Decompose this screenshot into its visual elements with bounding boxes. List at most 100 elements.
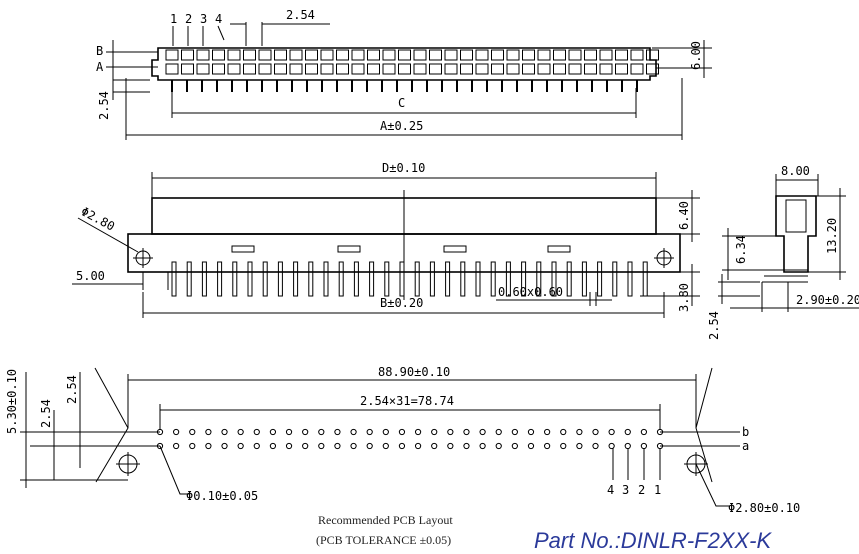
- top-pin-a: [599, 63, 613, 75]
- top-pin-a: [475, 63, 489, 75]
- pcb-hole-b: [205, 428, 212, 436]
- side-width-label: 8.00: [781, 164, 810, 178]
- pcb-hole-b: [334, 428, 341, 436]
- top-pin-a: [537, 63, 551, 75]
- front-lead: [505, 261, 511, 297]
- pcb-hole-a: [624, 442, 631, 450]
- pcb-hole-b: [302, 428, 309, 436]
- top-pin-a: [336, 63, 349, 75]
- top-pin-b: [274, 49, 287, 61]
- front-lead: [490, 261, 496, 297]
- pcb-hole-a: [318, 442, 325, 450]
- front-lead: [171, 261, 177, 297]
- top-pin-a: [258, 63, 272, 75]
- pcb-layout-note: Recommended PCB Layout: [318, 513, 453, 527]
- pcb-pin-number: 1: [654, 483, 661, 497]
- pcb-hole-a: [431, 442, 438, 450]
- pcb-hole-b: [576, 428, 583, 436]
- pcb-hole-b: [173, 428, 180, 436]
- top-pin-number: 1: [170, 12, 177, 26]
- pcb-pitch-total-label: 2.54×31=78.74: [360, 394, 454, 408]
- pin-height-label: 3.80: [677, 283, 691, 312]
- front-lead: [445, 261, 451, 297]
- top-pin-b: [630, 49, 644, 61]
- pcb-hole-b: [398, 428, 406, 436]
- pcb-hole-a: [189, 442, 196, 450]
- top-pin-b: [258, 49, 272, 61]
- top-pin-a: [630, 63, 644, 75]
- pcb-hole-b: [544, 428, 551, 436]
- front-lead: [232, 261, 238, 297]
- top-pin-a: [522, 63, 535, 75]
- pcb-hole-a: [350, 442, 357, 450]
- pcb-hole-a: [592, 442, 599, 450]
- pcb-large-hole-label: Φ2.80±0.10: [728, 501, 800, 515]
- pcb-hole-a: [560, 442, 567, 450]
- pcb-hole-b: [640, 428, 648, 436]
- front-lead: [277, 261, 283, 297]
- top-pin-a: [413, 63, 427, 75]
- top-pin-number: 3: [200, 12, 207, 26]
- top-pin-a: [181, 63, 194, 75]
- top-pin-b: [444, 49, 458, 61]
- front-lead: [597, 261, 603, 297]
- top-pin-b: [336, 49, 349, 61]
- pcb-hole-a: [495, 442, 502, 450]
- pcb-hole-b: [592, 428, 599, 436]
- pcb-hole-b: [221, 428, 228, 436]
- top-pin-b: [351, 49, 365, 61]
- pcb-hole-a: [382, 442, 389, 450]
- top-pin-b: [382, 49, 396, 61]
- pcb-hole-b: [511, 428, 518, 436]
- front-lead: [460, 261, 466, 297]
- top-pin-b: [181, 49, 194, 61]
- front-view: D±0.10 Φ2.80 5.00 B±0.20 0.60x0.60 6.40 …: [72, 161, 700, 318]
- pcb-pin-number: 2: [638, 483, 645, 497]
- pcb-hole-a: [173, 442, 180, 450]
- top-pin-a: [289, 63, 303, 75]
- top-pin-b: [289, 49, 303, 61]
- side-view: 8.00 13.20 6.34 2.90±0.20 2.54: [707, 164, 859, 340]
- top-pin-a: [243, 63, 256, 75]
- pcb-hole-a: [221, 442, 228, 450]
- front-lead: [642, 261, 648, 297]
- pcb-overall-label: 88.90±0.10: [378, 365, 450, 379]
- pcb-hole-a: [334, 442, 341, 450]
- pcb-hole-a: [576, 442, 583, 450]
- top-pin-b: [398, 49, 411, 61]
- pcb-hole-a: [527, 442, 535, 450]
- front-leads: [171, 261, 648, 297]
- top-pin-a: [274, 63, 287, 75]
- pcb-view: 88.90±0.10 2.54×31=78.74 b a 4 3 2 1 5.3…: [5, 365, 800, 515]
- pcb-hole-b: [269, 428, 277, 436]
- front-lead: [323, 261, 329, 297]
- top-pin-a: [553, 63, 566, 75]
- front-lead: [475, 261, 481, 297]
- top-pin-a: [398, 63, 411, 75]
- top-pin-b: [320, 49, 334, 61]
- side-pin-length-label: 2.54: [707, 311, 721, 340]
- top-pin-length: 2.54: [97, 91, 111, 120]
- pcb-hole-a: [302, 442, 309, 450]
- top-pitch-label: 2.54: [286, 8, 315, 22]
- pcb-hole-a: [253, 442, 260, 450]
- pcb-row-offset-label: 5.30±0.10: [5, 369, 19, 434]
- pcb-hole-b: [447, 428, 454, 436]
- top-pin-a: [196, 63, 210, 75]
- pcb-hole-b: [414, 428, 422, 436]
- pcb-row-a-label: a: [742, 439, 749, 453]
- pcb-hole-b: [318, 428, 325, 436]
- dim-a-label: A±0.25: [380, 119, 423, 133]
- pcb-row-b-label: b: [742, 425, 749, 439]
- pcb-hole-a: [366, 442, 373, 450]
- top-pin-a: [506, 63, 520, 75]
- pcb-hole-a: [285, 442, 293, 450]
- pcb-hole-a: [463, 442, 470, 450]
- pcb-small-hole-label: Φ0.10±0.05: [186, 489, 258, 503]
- side-offset-label: 6.34: [734, 235, 748, 264]
- top-pin-a: [212, 63, 225, 75]
- pcb-hole-a: [414, 442, 422, 450]
- top-pin-a: [320, 63, 334, 75]
- top-pin-b: [413, 49, 427, 61]
